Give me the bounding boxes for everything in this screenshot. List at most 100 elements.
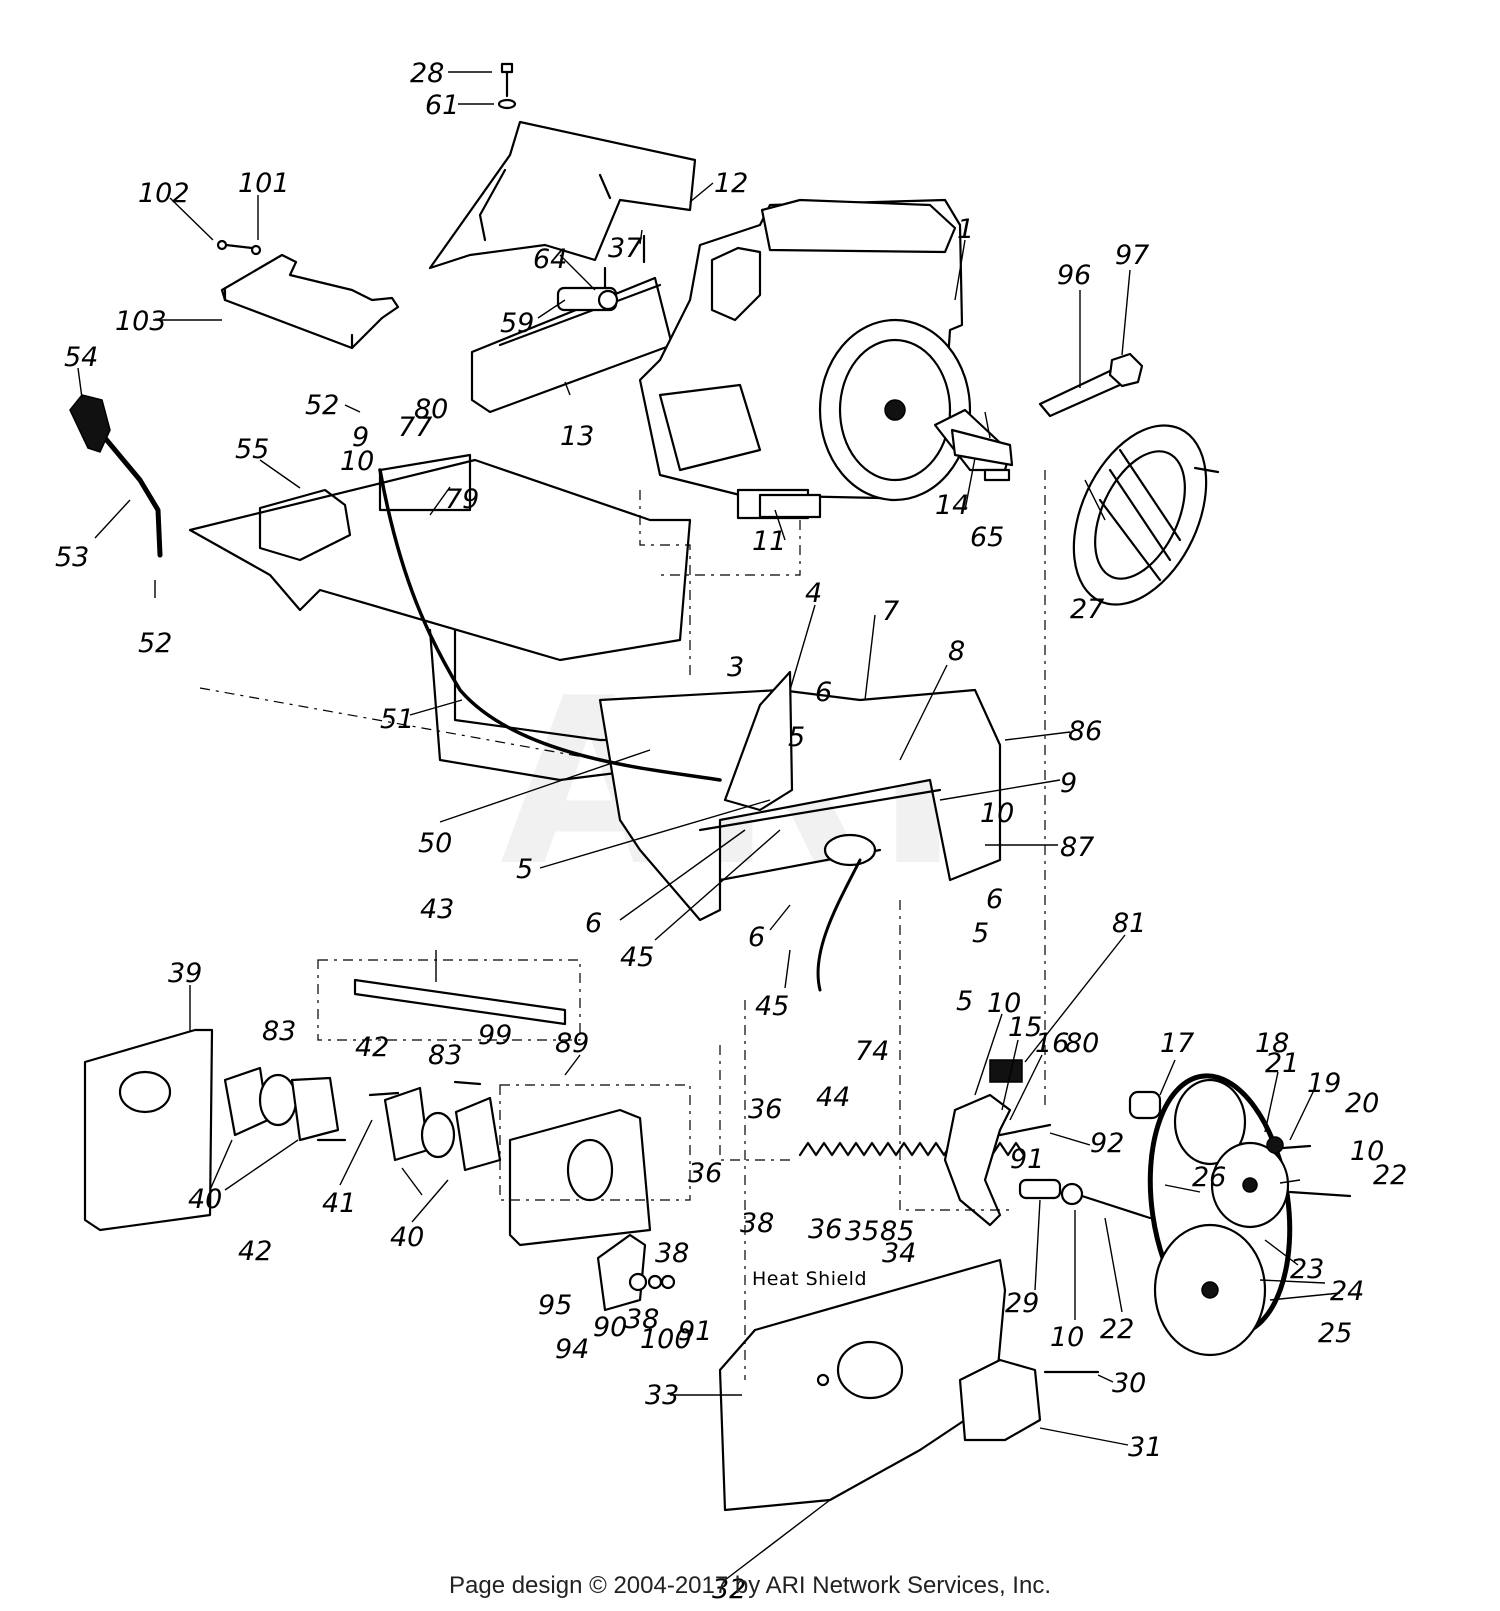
callout-9a: 9 bbox=[352, 422, 369, 453]
engine-shroud-part bbox=[428, 120, 697, 270]
callout-92: 92 bbox=[1090, 1128, 1124, 1159]
callout-39: 39 bbox=[168, 958, 202, 989]
callout-59: 59 bbox=[500, 308, 534, 339]
callout-3: 3 bbox=[727, 652, 744, 683]
callout-6a: 6 bbox=[815, 677, 832, 708]
callout-18: 18 bbox=[1255, 1028, 1289, 1059]
left-bracket-part bbox=[83, 1028, 214, 1232]
callout-36a: 36 bbox=[748, 1094, 782, 1125]
callout-8: 8 bbox=[948, 636, 965, 667]
callout-40a: 40 bbox=[188, 1184, 222, 1215]
callout-44: 44 bbox=[816, 1082, 850, 1113]
bracket-part bbox=[220, 253, 400, 350]
callout-79: 79 bbox=[445, 484, 479, 515]
callout-102: 102 bbox=[138, 178, 190, 209]
callout-64: 64 bbox=[533, 244, 567, 275]
callout-97: 97 bbox=[1115, 240, 1149, 271]
callout-52a: 52 bbox=[305, 390, 339, 421]
callout-42b: 42 bbox=[238, 1236, 272, 1267]
callout-21: 21 bbox=[1265, 1048, 1299, 1079]
callout-10b: 10 bbox=[980, 798, 1014, 829]
callout-43: 43 bbox=[420, 894, 454, 925]
callout-15: 15 bbox=[1008, 1012, 1042, 1043]
heat-shield-part bbox=[718, 1258, 1007, 1512]
callout-16: 16 bbox=[1035, 1028, 1069, 1059]
callout-4: 4 bbox=[805, 578, 822, 609]
callout-22b: 22 bbox=[1100, 1314, 1134, 1345]
callout-25: 25 bbox=[1318, 1318, 1352, 1349]
callout-99: 99 bbox=[478, 1020, 512, 1051]
callout-53: 53 bbox=[55, 542, 89, 573]
callout-1: 1 bbox=[957, 214, 974, 245]
callout-5c: 5 bbox=[972, 918, 989, 949]
callout-5b: 5 bbox=[516, 854, 533, 885]
frame-part bbox=[188, 453, 1002, 922]
lever-part bbox=[87, 417, 163, 558]
callout-77: 77 bbox=[398, 412, 432, 443]
callout-10d: 10 bbox=[1350, 1136, 1384, 1167]
pulley-bolt-part bbox=[1266, 1136, 1352, 1198]
idler-arm-part bbox=[943, 1093, 1012, 1227]
nut-part bbox=[1108, 352, 1144, 388]
callout-50: 50 bbox=[418, 828, 452, 859]
heat-shield-label: Heat Shield bbox=[752, 1268, 867, 1290]
callout-42a: 42 bbox=[355, 1032, 389, 1063]
callout-81: 81 bbox=[1112, 908, 1146, 939]
callout-22a: 22 bbox=[1373, 1160, 1407, 1191]
bearing-set-middle bbox=[383, 1080, 502, 1172]
callout-30: 30 bbox=[1112, 1368, 1146, 1399]
callout-6c: 6 bbox=[585, 908, 602, 939]
bearing-set-left bbox=[223, 1066, 400, 1142]
plate-part bbox=[596, 1233, 647, 1312]
callout-5a: 5 bbox=[788, 722, 805, 753]
callout-38c: 38 bbox=[625, 1304, 659, 1335]
shroud-screw-part bbox=[497, 62, 517, 110]
callout-94: 94 bbox=[555, 1334, 589, 1365]
callout-13: 13 bbox=[560, 421, 594, 452]
engine-part bbox=[638, 198, 1012, 520]
callout-96: 96 bbox=[1057, 260, 1091, 291]
callout-41: 41 bbox=[322, 1188, 356, 1219]
callout-54: 54 bbox=[64, 342, 98, 373]
callout-24: 24 bbox=[1330, 1276, 1364, 1307]
callout-103: 103 bbox=[115, 306, 167, 337]
callout-83a: 83 bbox=[262, 1016, 296, 1047]
callout-19: 19 bbox=[1307, 1068, 1341, 1099]
callout-45a: 45 bbox=[620, 942, 654, 973]
callout-40b: 40 bbox=[390, 1222, 424, 1253]
crankshaft-part bbox=[950, 428, 1014, 467]
callout-85: 85 bbox=[880, 1216, 914, 1247]
copyright-footer: Page design © 2004-2017 by ARI Network S… bbox=[448, 1572, 1051, 1599]
callout-38a: 38 bbox=[740, 1208, 774, 1239]
callout-87: 87 bbox=[1060, 832, 1094, 863]
engine-plate-part bbox=[470, 276, 674, 414]
callout-9b: 9 bbox=[1060, 768, 1077, 799]
callout-38b: 38 bbox=[655, 1238, 689, 1269]
callout-36c: 36 bbox=[808, 1214, 842, 1245]
callout-90: 90 bbox=[593, 1312, 627, 1343]
callout-83b: 83 bbox=[428, 1040, 462, 1071]
extension-shaft-part bbox=[1038, 368, 1124, 418]
callout-61: 61 bbox=[425, 90, 459, 121]
throttle-linkage-part bbox=[556, 234, 646, 312]
callout-7: 7 bbox=[882, 596, 899, 627]
callout-27: 27 bbox=[1070, 594, 1104, 625]
callout-17: 17 bbox=[1160, 1028, 1194, 1059]
callout-89: 89 bbox=[555, 1028, 589, 1059]
axle-bolt-part bbox=[1018, 1178, 1152, 1220]
callout-10c: 10 bbox=[987, 988, 1021, 1019]
callout-23: 23 bbox=[1290, 1254, 1324, 1285]
throttle-cable-part bbox=[378, 468, 722, 782]
callout-29: 29 bbox=[1005, 1288, 1039, 1319]
callout-10a: 10 bbox=[340, 446, 374, 477]
support-bracket-part bbox=[723, 670, 794, 812]
callout-95: 95 bbox=[538, 1290, 572, 1321]
callout-28: 28 bbox=[410, 58, 444, 89]
callout-80b: 80 bbox=[1065, 1028, 1099, 1059]
screen-part bbox=[1072, 424, 1208, 606]
callout-6d: 6 bbox=[748, 922, 765, 953]
callout-12: 12 bbox=[714, 168, 748, 199]
callout-45b: 45 bbox=[755, 991, 789, 1022]
callout-37: 37 bbox=[608, 233, 642, 264]
